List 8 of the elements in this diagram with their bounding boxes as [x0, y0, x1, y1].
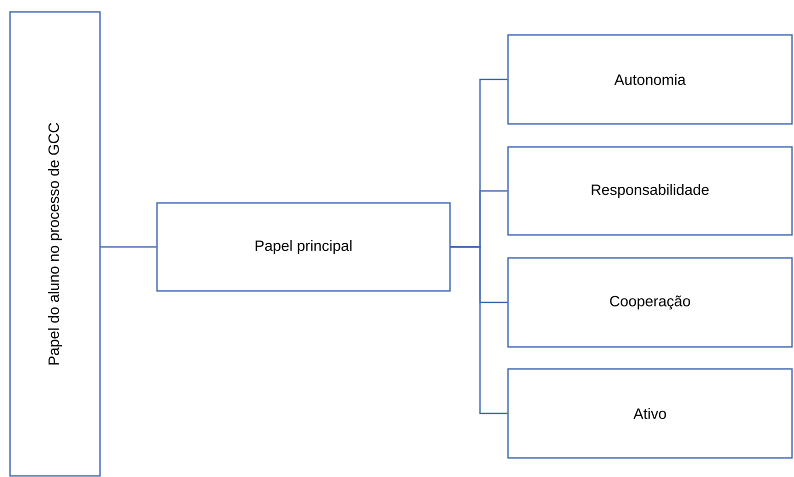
connector-line	[450, 246, 508, 414]
process-box: Autonomia	[507, 34, 793, 125]
connector-line	[100, 246, 156, 248]
process-box: Papel do aluno no processo de GCC	[9, 11, 101, 477]
process-box: Responsabilidade	[507, 146, 793, 236]
process-box: Cooperação	[507, 257, 793, 348]
process-box: Papel principal	[156, 202, 451, 292]
process-box: Ativo	[507, 368, 793, 459]
